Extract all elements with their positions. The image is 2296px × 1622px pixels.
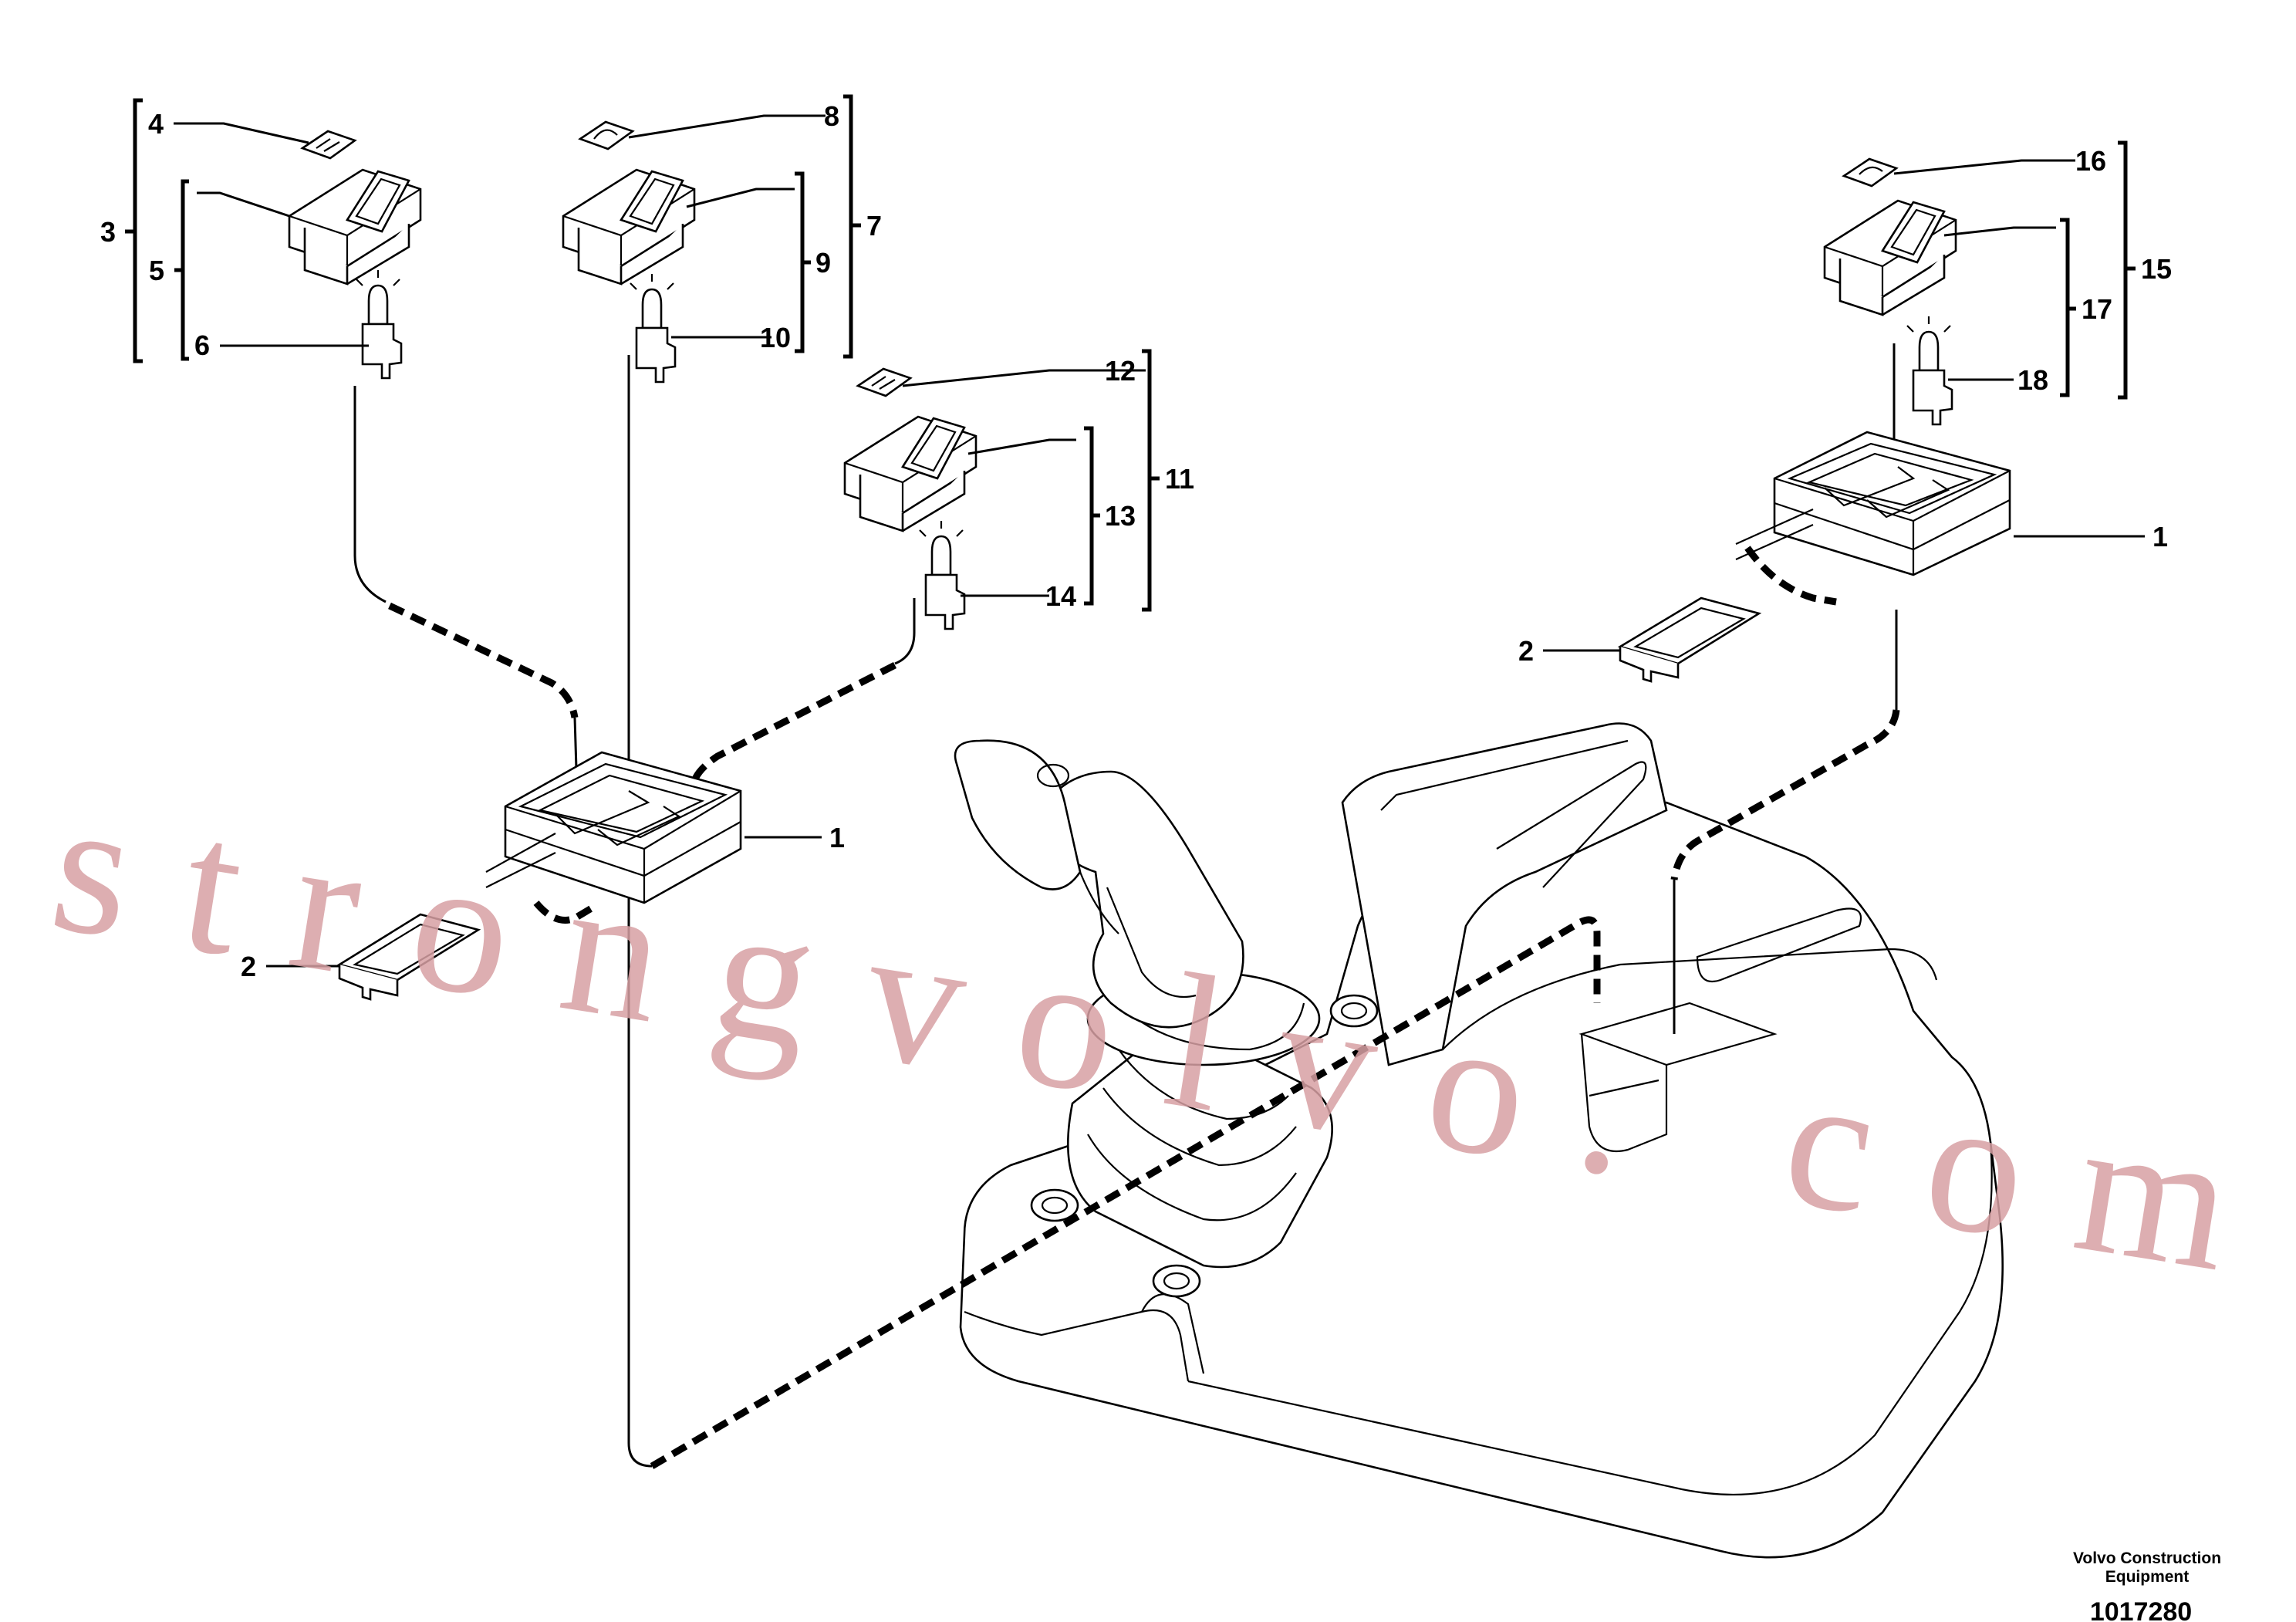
callout-3: 3: [100, 216, 116, 248]
bulb-18: [1906, 316, 1953, 426]
callout-4: 4: [148, 108, 164, 140]
callout-5: 5: [149, 255, 164, 286]
callout-2-left: 2: [241, 951, 256, 982]
rocker-switch-9: [562, 168, 696, 286]
callout-labels: 4 3 5 6 8 7 9 10 12 11 13 14 16 15 17 18…: [100, 100, 2172, 982]
document-number: 1017280: [2090, 1597, 2192, 1622]
leader-lines: [174, 114, 2145, 968]
callout-13: 13: [1105, 500, 1136, 532]
callout-1-left: 1: [829, 822, 845, 853]
bulb-14: [919, 521, 966, 630]
callout-8: 8: [824, 100, 839, 132]
symbol-plate-8: [578, 120, 635, 150]
wiring-harness: [353, 343, 1900, 1469]
symbol-plate-12: [856, 367, 913, 397]
switch-housing-right: [1735, 431, 2011, 576]
callout-12: 12: [1105, 355, 1136, 387]
bulb-10: [630, 274, 677, 384]
assembly-brackets: [125, 94, 2136, 612]
rocker-switch-5: [288, 168, 422, 286]
blanking-cover-right: [1617, 596, 1762, 683]
bulb-6: [356, 270, 403, 380]
switch-housing-left: [485, 751, 742, 904]
symbol-plate-16: [1842, 157, 1899, 188]
callout-6: 6: [194, 329, 210, 361]
callout-14: 14: [1045, 580, 1076, 612]
callout-15: 15: [2141, 253, 2172, 285]
callout-17: 17: [2082, 293, 2112, 325]
callout-10: 10: [760, 322, 791, 353]
callout-16: 16: [2075, 145, 2106, 177]
callout-11: 11: [1165, 463, 1194, 495]
symbol-plate-4: [300, 130, 357, 160]
callout-18: 18: [2017, 364, 2048, 396]
rocker-switch-13: [843, 415, 977, 532]
callout-7: 7: [866, 210, 882, 242]
blanking-cover-left: [336, 913, 481, 1001]
caption-line-2: Equipment: [2105, 1568, 2190, 1586]
callout-9: 9: [815, 247, 831, 279]
callout-1-right: 1: [2152, 521, 2168, 552]
control-console: [954, 722, 2004, 1559]
callout-2-right: 2: [1518, 635, 1534, 667]
rocker-switch-17: [1823, 199, 1957, 316]
caption-line-1: Volvo Construction: [2073, 1549, 2221, 1567]
